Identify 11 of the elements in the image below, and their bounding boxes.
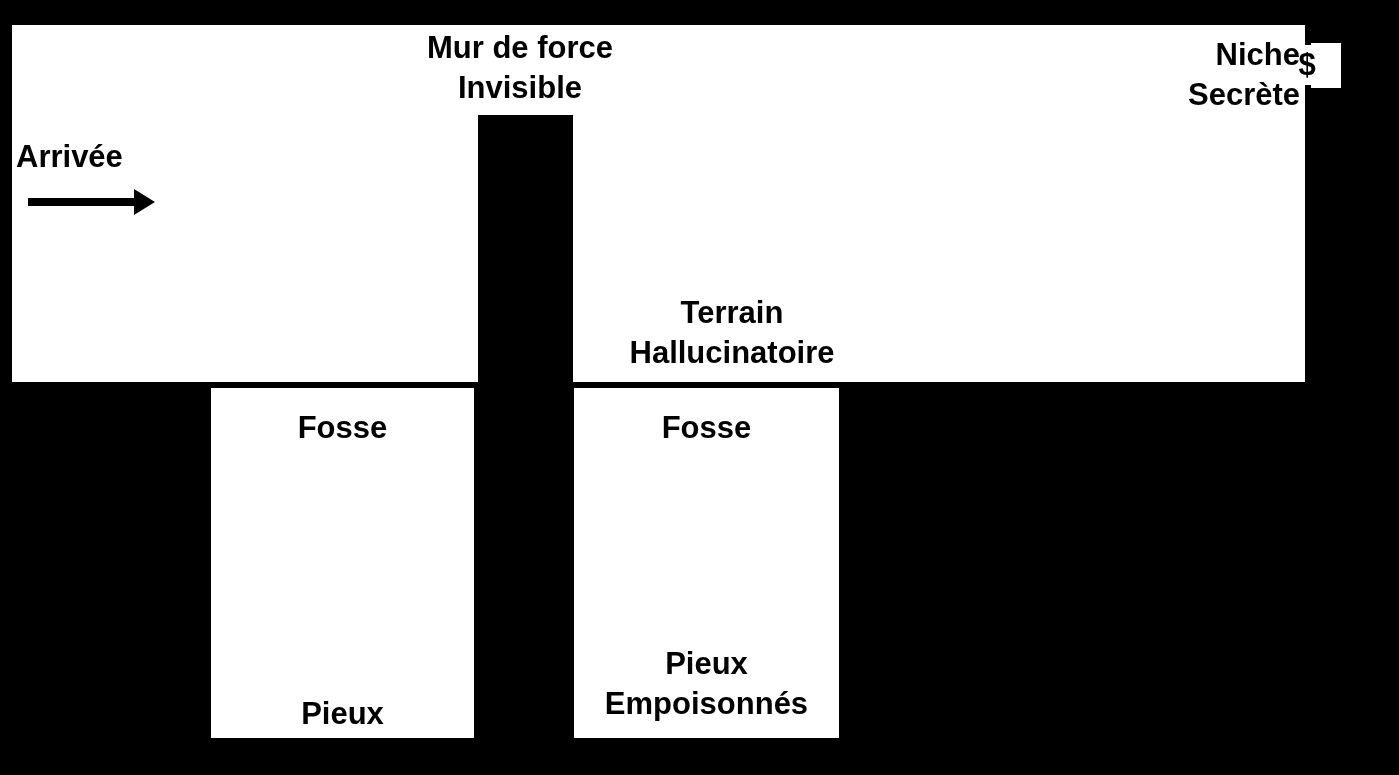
pit-room — [211, 388, 474, 738]
niche-label: Niche Secrète — [1186, 36, 1300, 114]
wall-label: Mur de force Invisible — [426, 29, 614, 107]
room-label: Fosse — [660, 409, 753, 447]
trap-label: Pieux — [300, 695, 385, 733]
room-label: Terrain Hallucinatoire — [628, 294, 836, 372]
start-label: Arrivée — [16, 138, 124, 176]
trap-label: Pieux Empoisonnés — [603, 645, 810, 723]
room-label: Fosse — [296, 409, 389, 447]
wall — [478, 115, 573, 382]
pit-room — [574, 388, 839, 738]
